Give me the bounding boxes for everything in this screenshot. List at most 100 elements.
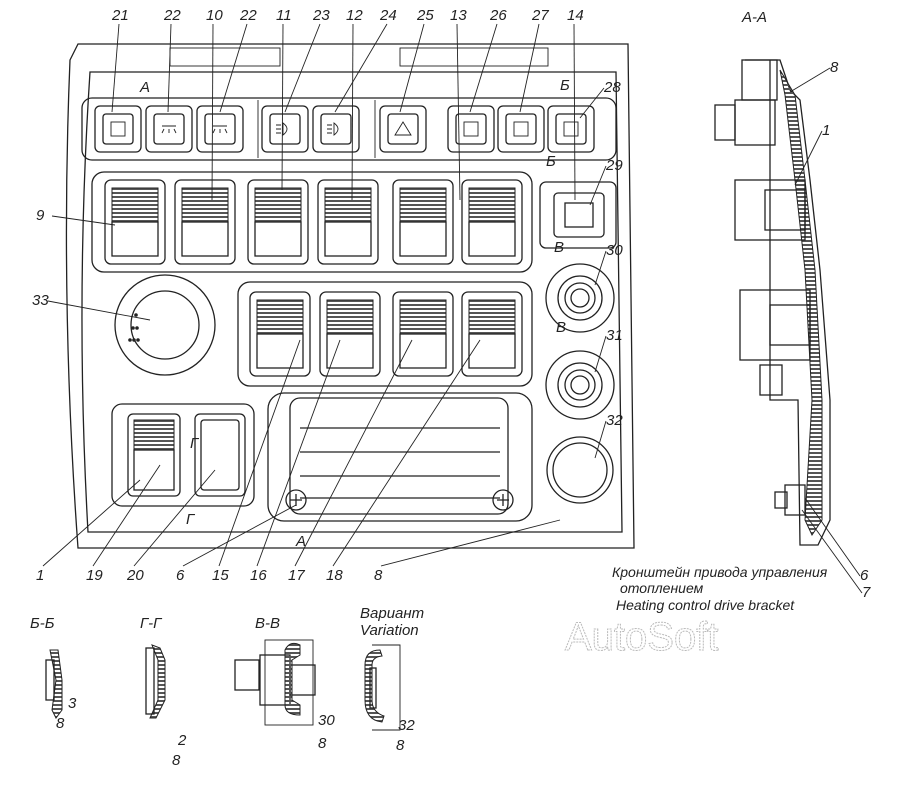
leader-line bbox=[42, 479, 141, 567]
rocker-switch bbox=[392, 291, 454, 377]
leader-line bbox=[804, 497, 861, 577]
leader-line bbox=[133, 469, 216, 567]
callout-14: 14 bbox=[567, 7, 584, 24]
leader-line bbox=[167, 23, 172, 113]
leader-line bbox=[256, 339, 341, 567]
button-29 bbox=[539, 181, 617, 249]
callout-11: 11 bbox=[276, 7, 292, 24]
callout-22: 22 bbox=[163, 7, 181, 24]
leader-line bbox=[789, 67, 831, 93]
leader-line bbox=[579, 87, 605, 119]
top-switch bbox=[447, 105, 495, 153]
vv-label-8: 8 bbox=[318, 735, 327, 752]
gg-label-2: 2 bbox=[177, 732, 187, 749]
callout-6: 6 bbox=[860, 567, 869, 584]
leader-line bbox=[281, 23, 284, 191]
callout-24: 24 bbox=[379, 7, 397, 24]
leader-line bbox=[573, 23, 576, 201]
callout-31: 31 bbox=[606, 327, 623, 344]
section-view-vv bbox=[234, 639, 316, 726]
hazard-warning-icon bbox=[394, 121, 412, 136]
gg-label-8: 8 bbox=[172, 752, 181, 769]
view-title-aa: А-А bbox=[741, 9, 767, 26]
callout-19: 19 bbox=[86, 567, 103, 584]
rocker-19-and-cover-20 bbox=[111, 403, 255, 507]
caption-ru-2: отоплением bbox=[620, 580, 704, 596]
variant-label-8: 8 bbox=[396, 737, 405, 754]
leader-line bbox=[594, 250, 607, 286]
view-title-bb: Б-Б bbox=[30, 615, 55, 632]
leader-line bbox=[456, 23, 461, 201]
interior-lamp-icon bbox=[161, 125, 177, 134]
top-switch bbox=[379, 105, 427, 153]
callout-22: 22 bbox=[239, 7, 257, 24]
callout-10: 10 bbox=[206, 7, 223, 24]
air-vent bbox=[267, 392, 533, 522]
blank-switch-icon bbox=[513, 121, 529, 137]
leader-line bbox=[594, 335, 607, 373]
leader-line bbox=[351, 23, 354, 201]
leader-line bbox=[594, 420, 607, 459]
plug-32 bbox=[546, 436, 614, 504]
section-mark-b_mid: Б bbox=[546, 153, 556, 170]
top-switch bbox=[145, 105, 193, 153]
leader-line bbox=[284, 23, 321, 113]
section-mark-v2: В bbox=[556, 319, 566, 336]
view-title-variant-ru: Вариант bbox=[360, 605, 424, 622]
callout-23: 23 bbox=[312, 7, 330, 24]
callout-1: 1 bbox=[36, 567, 44, 584]
rocker-switch bbox=[174, 179, 236, 265]
callout-33: 33 bbox=[32, 292, 49, 309]
section-view-aa bbox=[714, 59, 831, 546]
top-switch bbox=[261, 105, 309, 153]
section-view-bb bbox=[45, 649, 63, 719]
vv-label-30: 30 bbox=[318, 712, 335, 729]
leader-line bbox=[219, 23, 248, 113]
callout-15: 15 bbox=[212, 567, 229, 584]
caption-ru-1: Кронштейн привода управления bbox=[612, 564, 828, 580]
top-switch bbox=[312, 105, 360, 153]
rocker-switch bbox=[104, 179, 166, 265]
top-switch bbox=[547, 105, 595, 153]
blank-switch-icon bbox=[463, 121, 479, 137]
rocker-switch bbox=[317, 179, 379, 265]
leader-line bbox=[469, 23, 498, 113]
leader-line bbox=[92, 464, 161, 567]
bb-label-8: 8 bbox=[56, 715, 65, 732]
callout-12: 12 bbox=[346, 7, 363, 24]
leader-line bbox=[399, 23, 425, 113]
rocker-switch bbox=[461, 291, 523, 377]
callout-29: 29 bbox=[605, 157, 623, 174]
leader-line bbox=[47, 300, 151, 321]
section-mark-v1: В bbox=[554, 239, 564, 256]
leader-line bbox=[334, 23, 388, 113]
section-mark-a_top: А bbox=[139, 79, 150, 96]
callout-27: 27 bbox=[531, 7, 549, 24]
callout-17: 17 bbox=[288, 567, 305, 584]
callout-32: 32 bbox=[606, 412, 623, 429]
callout-13: 13 bbox=[450, 7, 467, 24]
callout-16: 16 bbox=[250, 567, 267, 584]
callout-25: 25 bbox=[416, 7, 434, 24]
top-switch bbox=[94, 105, 142, 153]
section-view-variant bbox=[364, 644, 401, 731]
round-control-33 bbox=[114, 274, 216, 376]
leader-line bbox=[182, 504, 297, 567]
leader-line bbox=[332, 339, 481, 567]
knob-30 bbox=[545, 263, 615, 333]
view-title-vv: В-В bbox=[255, 615, 280, 632]
watermark: AutoSoft bbox=[565, 615, 718, 659]
callout-1: 1 bbox=[822, 122, 830, 139]
rocker-switch bbox=[461, 179, 523, 265]
callout-21: 21 bbox=[111, 7, 129, 24]
rocker-switch bbox=[392, 179, 454, 265]
variant-label-32: 32 bbox=[398, 717, 415, 734]
leader-line bbox=[294, 339, 413, 567]
top-switch bbox=[497, 105, 545, 153]
rocker-switch bbox=[249, 291, 311, 377]
interior-lamp-icon bbox=[212, 125, 228, 134]
panel-outline bbox=[65, 43, 635, 549]
view-title-gg: Г-Г bbox=[140, 615, 163, 632]
leader-line bbox=[519, 23, 540, 113]
